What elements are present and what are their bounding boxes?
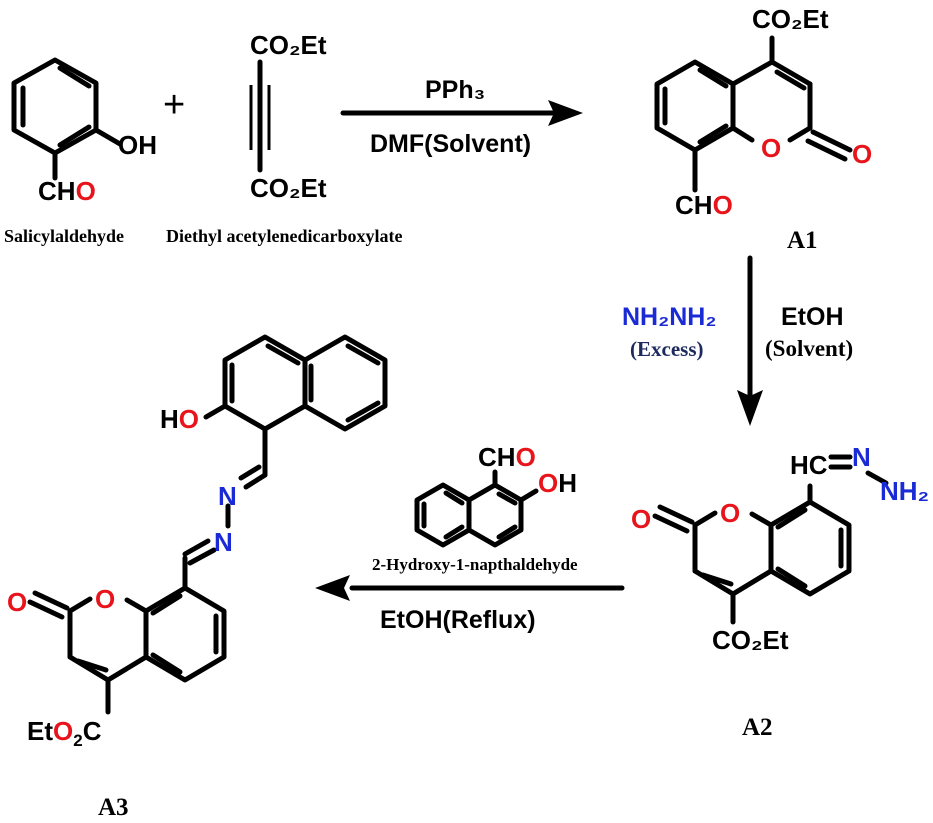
a3-carbonyl-oxygen: O: [7, 587, 27, 617]
arrow-step1: [340, 100, 583, 126]
dead-name: Diethyl acetylenedicarboxylate: [166, 226, 402, 246]
step2-reagent: NH₂NH₂: [622, 303, 716, 331]
a3-structure: [27, 334, 388, 715]
a2-carbonyl-oxygen: O: [631, 504, 651, 534]
arrow-step3: [315, 575, 625, 601]
salicylaldehyde-cho: CHO: [38, 176, 96, 206]
a2-hc: HC: [790, 450, 828, 480]
a1-structure: [654, 35, 853, 193]
a2-structure: [652, 454, 889, 625]
a1-ring-oxygen: O: [761, 133, 781, 163]
step2-solvent: EtOH: [781, 303, 844, 331]
a2-nh2: NH₂: [880, 476, 929, 506]
salicylaldehyde-name: Salicylaldehyde: [4, 226, 124, 246]
step1-reagent: PPh₃: [425, 76, 485, 104]
a1-carbonyl-oxygen: O: [852, 139, 872, 169]
naphthaldehyde-structure: [414, 469, 539, 548]
salicylaldehyde-oh: OH: [118, 130, 157, 160]
step3-solvent: EtOH(Reflux): [380, 606, 536, 634]
arrow-step2: [737, 255, 763, 426]
plus-sign: +: [163, 84, 185, 126]
a3-n2: N: [214, 527, 233, 557]
step2-reagent-note: (Excess): [630, 337, 703, 361]
dead-structure: [249, 59, 271, 173]
step1-solvent: DMF(Solvent): [370, 130, 531, 158]
step2-solvent-note: (Solvent): [765, 336, 853, 361]
a3-label: A3: [98, 794, 129, 821]
a3-ester: EtO2C: [27, 716, 102, 750]
a1-cho: CHO: [675, 190, 733, 220]
a2-ester: CO₂Et: [712, 625, 789, 655]
naphthaldehyde-cho: CHO: [478, 442, 536, 472]
a1-ester: CO₂Et: [752, 4, 829, 34]
salicylaldehyde-structure: [11, 57, 123, 181]
a3-ring-oxygen: O: [95, 584, 115, 614]
dead-ester-top: CO₂Et: [250, 30, 327, 60]
a2-n: N: [852, 442, 871, 472]
dead-ester-bottom: CO₂Et: [250, 173, 327, 203]
a1-label: A1: [787, 227, 818, 254]
a2-label: A2: [742, 714, 773, 741]
a3-ho: HO: [160, 404, 199, 434]
naphthaldehyde-name: 2-Hydroxy-1-napthaldehyde: [372, 555, 578, 574]
a3-n1: N: [218, 481, 237, 511]
naphthaldehyde-oh: OH: [538, 468, 577, 498]
a2-ring-oxygen: O: [720, 498, 740, 528]
